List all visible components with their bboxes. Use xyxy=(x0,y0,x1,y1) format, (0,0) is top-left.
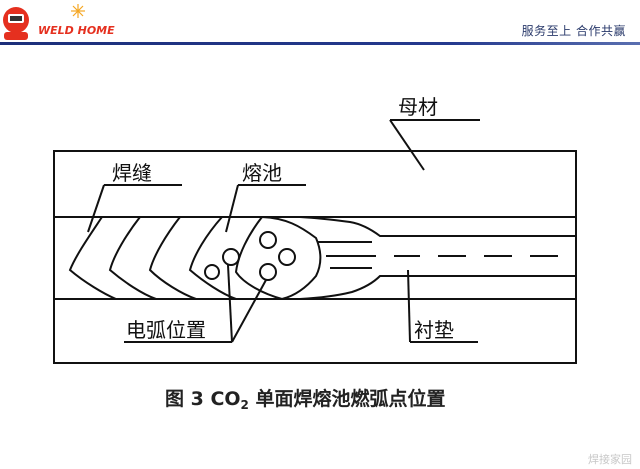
figure-caption: 图 3 CO2 单面焊熔池燃弧点位置 xyxy=(165,387,446,412)
label-arc-position: 电弧位置 xyxy=(126,318,206,342)
weld-ripple-2 xyxy=(108,216,157,300)
weld-pool-front xyxy=(234,216,322,300)
header: WELD HOME 服务至上 合作共赢 xyxy=(0,0,640,46)
arc-point-4 xyxy=(278,248,296,266)
weld-ripple-1 xyxy=(68,216,117,300)
label-weld-seam: 焊缝 xyxy=(112,161,152,185)
label-weld-pool: 熔池 xyxy=(242,161,282,185)
label-base-metal: 母材 xyxy=(398,95,438,119)
header-slogan: 服务至上 合作共赢 xyxy=(521,24,626,38)
label-backing: 衬垫 xyxy=(414,318,454,342)
header-accent-bar xyxy=(0,42,640,45)
base-metal-plate xyxy=(53,150,577,364)
weld-ripple-3 xyxy=(148,216,197,300)
caption-suffix: 单面焊熔池燃弧点位置 xyxy=(249,387,446,410)
brand-logo: WELD HOME xyxy=(3,4,115,40)
weld-pool-diagram: 母材 焊缝 熔池 电弧位置 衬垫 图 3 CO2 单面焊熔池燃弧点位置 xyxy=(53,95,577,412)
arc-point-1 xyxy=(222,248,240,266)
arc-point-5 xyxy=(259,263,277,281)
arc-point-2 xyxy=(204,264,220,280)
brand-name: WELD HOME xyxy=(38,24,115,37)
caption-subscript: 2 xyxy=(241,398,249,412)
caption-prefix: 图 3 CO xyxy=(165,388,241,410)
arc-point-3 xyxy=(259,231,277,249)
watermark: 焊接家园 xyxy=(588,453,632,466)
weld-groove-outline xyxy=(299,216,576,300)
weld-ripple-4 xyxy=(188,216,237,300)
